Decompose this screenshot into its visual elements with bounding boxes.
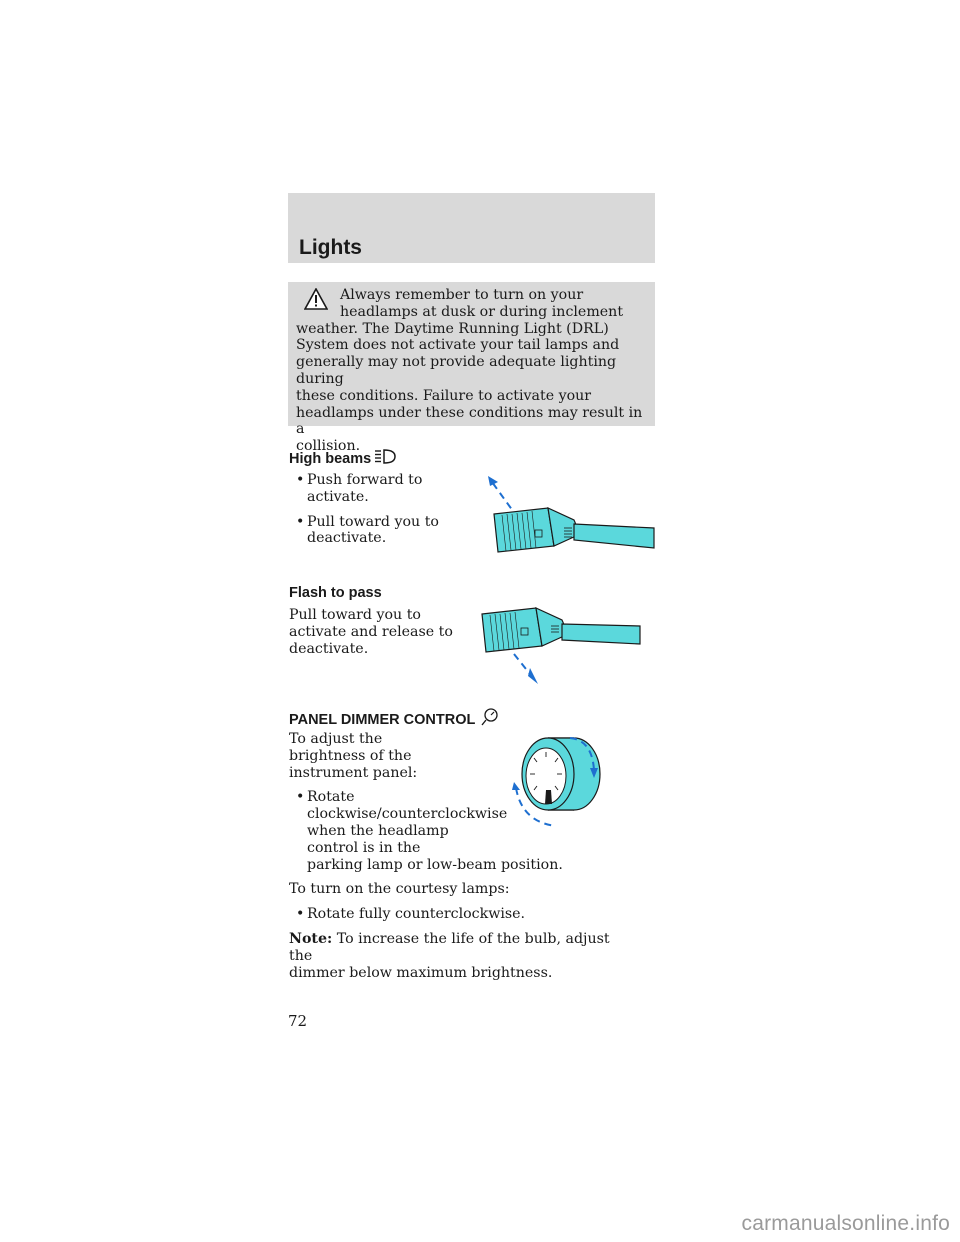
panel-dimmer-label: PANEL DIMMER CONTROL	[289, 712, 476, 728]
warning-line: collision.	[296, 438, 361, 455]
text-line: brightness of the	[289, 747, 412, 764]
panel-dimmer-heading: PANEL DIMMER CONTROL	[289, 707, 501, 728]
note-text: dimmer below maximum brightness.	[289, 964, 553, 981]
text-line: deactivate.	[289, 640, 369, 657]
list-item-text: clockwise/counterclockwise	[307, 806, 508, 823]
bullet: •	[296, 789, 305, 806]
warning-line: weather. The Daytime Running Light (DRL)	[296, 320, 609, 337]
flash-to-pass-stalk-illustration	[481, 606, 641, 684]
panel-dimmer-body: To adjust the brightness of the instrume…	[289, 731, 629, 981]
bullet: •	[296, 472, 305, 488]
high-beam-icon	[375, 449, 396, 464]
list-item-text: deactivate.	[307, 530, 387, 547]
list-item-text: Push forward to	[307, 472, 423, 488]
header-band	[288, 193, 655, 263]
warning-line: headlamps at dusk or during inclement	[340, 303, 624, 320]
warning-triangle-icon	[304, 288, 328, 310]
warning-line: headlamps under these conditions may res…	[296, 404, 643, 438]
watermark: carmanualsonline.info	[741, 1212, 950, 1235]
list-item: • Rotate fully counterclockwise.	[296, 906, 629, 923]
warning-box	[288, 282, 655, 426]
high-beams-label: High beams	[289, 451, 372, 467]
warning-line: generally may not provide adequate light…	[296, 354, 617, 387]
list-item-text: control is in the	[307, 839, 421, 856]
courtesy-intro: To turn on the courtesy lamps:	[289, 881, 510, 898]
page-title: Lights	[299, 236, 362, 259]
dimmer-knob-illustration	[512, 737, 601, 827]
list-item-text: Pull toward you to	[307, 513, 439, 530]
flash-to-pass-text: Pull toward you to activate and release …	[289, 607, 464, 657]
warning-line: Always remember to turn on your	[340, 287, 584, 303]
note-label: Note:	[289, 930, 333, 947]
list-item: • Rotate clockwise/counterclockwise when…	[296, 789, 629, 873]
bullet: •	[296, 906, 305, 923]
list-item-text: Rotate fully counterclockwise.	[307, 906, 526, 923]
text-line: Pull toward you to	[289, 607, 421, 623]
page-number: 72	[288, 1012, 308, 1030]
note-paragraph: Note: To increase the life of the bulb, …	[289, 931, 629, 981]
list-item-text: activate.	[307, 488, 369, 505]
flash-to-pass-heading: Flash to pass	[289, 585, 382, 601]
text-line: instrument panel:	[289, 764, 418, 781]
warning-line: System does not activate your tail lamps…	[296, 337, 620, 354]
note-text: To increase the life of the bulb, adjust…	[289, 930, 610, 964]
high-beams-heading: High beams	[289, 448, 397, 467]
text-line: activate and release to	[289, 623, 453, 640]
bullet: •	[296, 513, 305, 530]
high-beam-stalk-illustration	[488, 476, 655, 553]
warning-line: these conditions. Failure to activate yo…	[296, 387, 592, 404]
list-item-text: parking lamp or low-beam position.	[307, 856, 563, 873]
text-line: To adjust the	[289, 731, 383, 747]
panel-dimmer-icon	[481, 708, 498, 726]
warning-text: Always remember to turn on your headlamp…	[296, 287, 650, 455]
list-item-text: when the headlamp	[307, 822, 449, 839]
list-item-text: Rotate	[307, 789, 355, 806]
